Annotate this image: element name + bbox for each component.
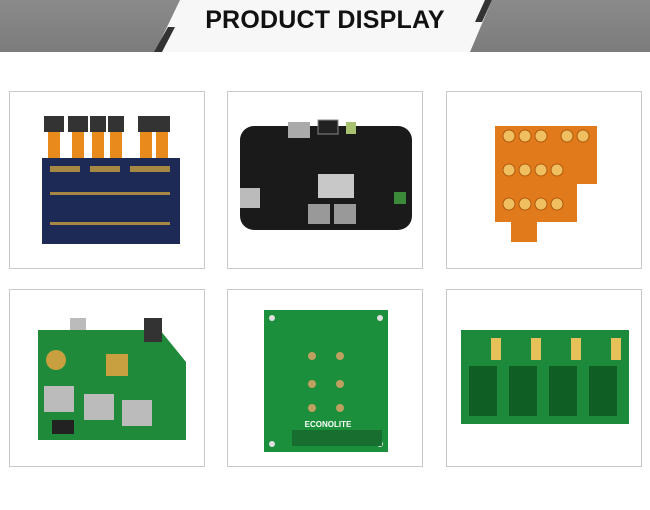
product-image [42, 116, 180, 244]
product-card-1[interactable] [9, 91, 205, 269]
product-image [38, 318, 186, 440]
product-card-2[interactable] [227, 91, 423, 269]
product-card-4[interactable] [9, 289, 205, 467]
product-card-5[interactable]: ECONOLITE [227, 289, 423, 467]
product-card-3[interactable] [446, 91, 642, 269]
product-image [240, 119, 412, 230]
product-image [495, 126, 597, 242]
product-image: ECONOLITE [264, 310, 388, 452]
product-image [461, 330, 629, 424]
header-banner: PRODUCT DISPLAY [0, 0, 650, 52]
board-label: ECONOLITE [305, 420, 352, 429]
product-card-6[interactable] [446, 289, 642, 467]
banner-shape [154, 0, 492, 52]
page-title: PRODUCT DISPLAY [205, 6, 445, 34]
